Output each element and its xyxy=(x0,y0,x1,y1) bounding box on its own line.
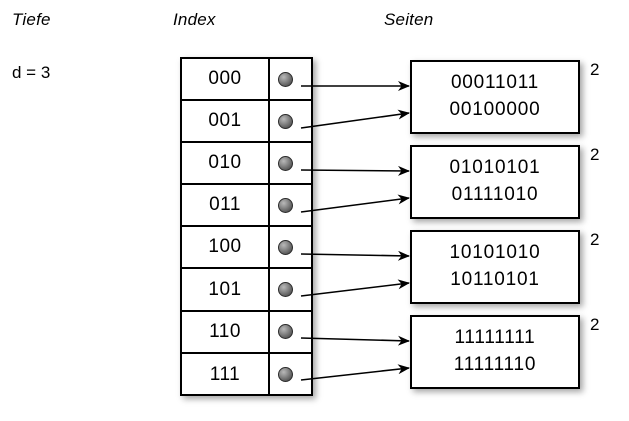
page-record: 01010101 xyxy=(449,157,541,179)
index-table: 000 001 010 011 100 101 110 111 xyxy=(180,57,313,396)
index-key: 010 xyxy=(182,143,270,184)
column-header-index: Index xyxy=(173,10,216,29)
bullet-icon xyxy=(278,197,293,213)
arrow-100 xyxy=(300,250,410,261)
arrow-110 xyxy=(300,335,410,346)
page-block[interactable]: 11111111 11111110 xyxy=(410,315,580,389)
index-pointer-cell[interactable] xyxy=(270,185,311,225)
index-key: 100 xyxy=(182,227,270,268)
index-pointer-cell[interactable] xyxy=(270,354,311,396)
page-record: 10101010 xyxy=(449,242,541,264)
column-header-pages: Seiten xyxy=(384,10,434,29)
index-row[interactable]: 001 xyxy=(182,101,311,144)
page-local-depth: 2 xyxy=(590,315,600,334)
index-pointer-cell[interactable] xyxy=(270,143,311,183)
index-pointer-cell[interactable] xyxy=(270,227,311,267)
bullet-icon xyxy=(278,324,293,340)
arrow-111 xyxy=(300,364,410,381)
index-key: 011 xyxy=(182,185,270,226)
index-row[interactable]: 010 xyxy=(182,143,311,186)
page-record: 11111110 xyxy=(453,354,537,375)
index-key: 001 xyxy=(182,101,270,142)
bullet-icon xyxy=(278,155,293,171)
bullet-icon xyxy=(278,239,293,255)
index-row[interactable]: 110 xyxy=(182,311,311,354)
page-block[interactable]: 01010101 01111010 xyxy=(410,145,580,219)
global-depth-value: d = 3 xyxy=(12,63,51,82)
page-local-depth: 2 xyxy=(590,60,600,79)
index-key: 101 xyxy=(182,269,270,310)
index-row[interactable]: 011 xyxy=(182,185,311,228)
index-pointer-cell[interactable] xyxy=(270,269,311,309)
bullet-icon xyxy=(278,367,293,383)
page-record: 00100000 xyxy=(449,99,541,120)
index-key: 110 xyxy=(182,311,270,352)
page-record: 00011011 xyxy=(450,72,540,94)
arrow-101 xyxy=(300,279,410,297)
index-pointer-cell[interactable] xyxy=(270,59,311,99)
index-row[interactable]: 000 xyxy=(182,59,311,102)
page-record: 11111111 xyxy=(454,327,536,349)
arrow-011 xyxy=(300,194,410,213)
page-block[interactable]: 10101010 10110101 xyxy=(410,230,580,304)
index-key: 111 xyxy=(182,353,270,396)
page-local-depth: 2 xyxy=(590,230,600,249)
column-header-depth: Tiefe xyxy=(12,10,51,29)
page-record: 10110101 xyxy=(450,269,540,290)
bullet-icon xyxy=(278,282,293,298)
index-key: 000 xyxy=(182,59,270,100)
index-row[interactable]: 111 xyxy=(182,353,311,396)
index-row[interactable]: 101 xyxy=(182,269,311,312)
bullet-icon xyxy=(278,113,293,129)
index-pointer-cell[interactable] xyxy=(270,101,311,141)
arrow-010 xyxy=(300,165,410,176)
page-record: 01111010 xyxy=(451,184,539,205)
page-local-depth: 2 xyxy=(590,145,600,164)
page-block[interactable]: 00011011 00100000 xyxy=(410,60,580,134)
arrow-001 xyxy=(300,109,410,129)
index-pointer-cell[interactable] xyxy=(270,312,311,352)
index-row[interactable]: 100 xyxy=(182,227,311,270)
bullet-icon xyxy=(278,71,293,87)
